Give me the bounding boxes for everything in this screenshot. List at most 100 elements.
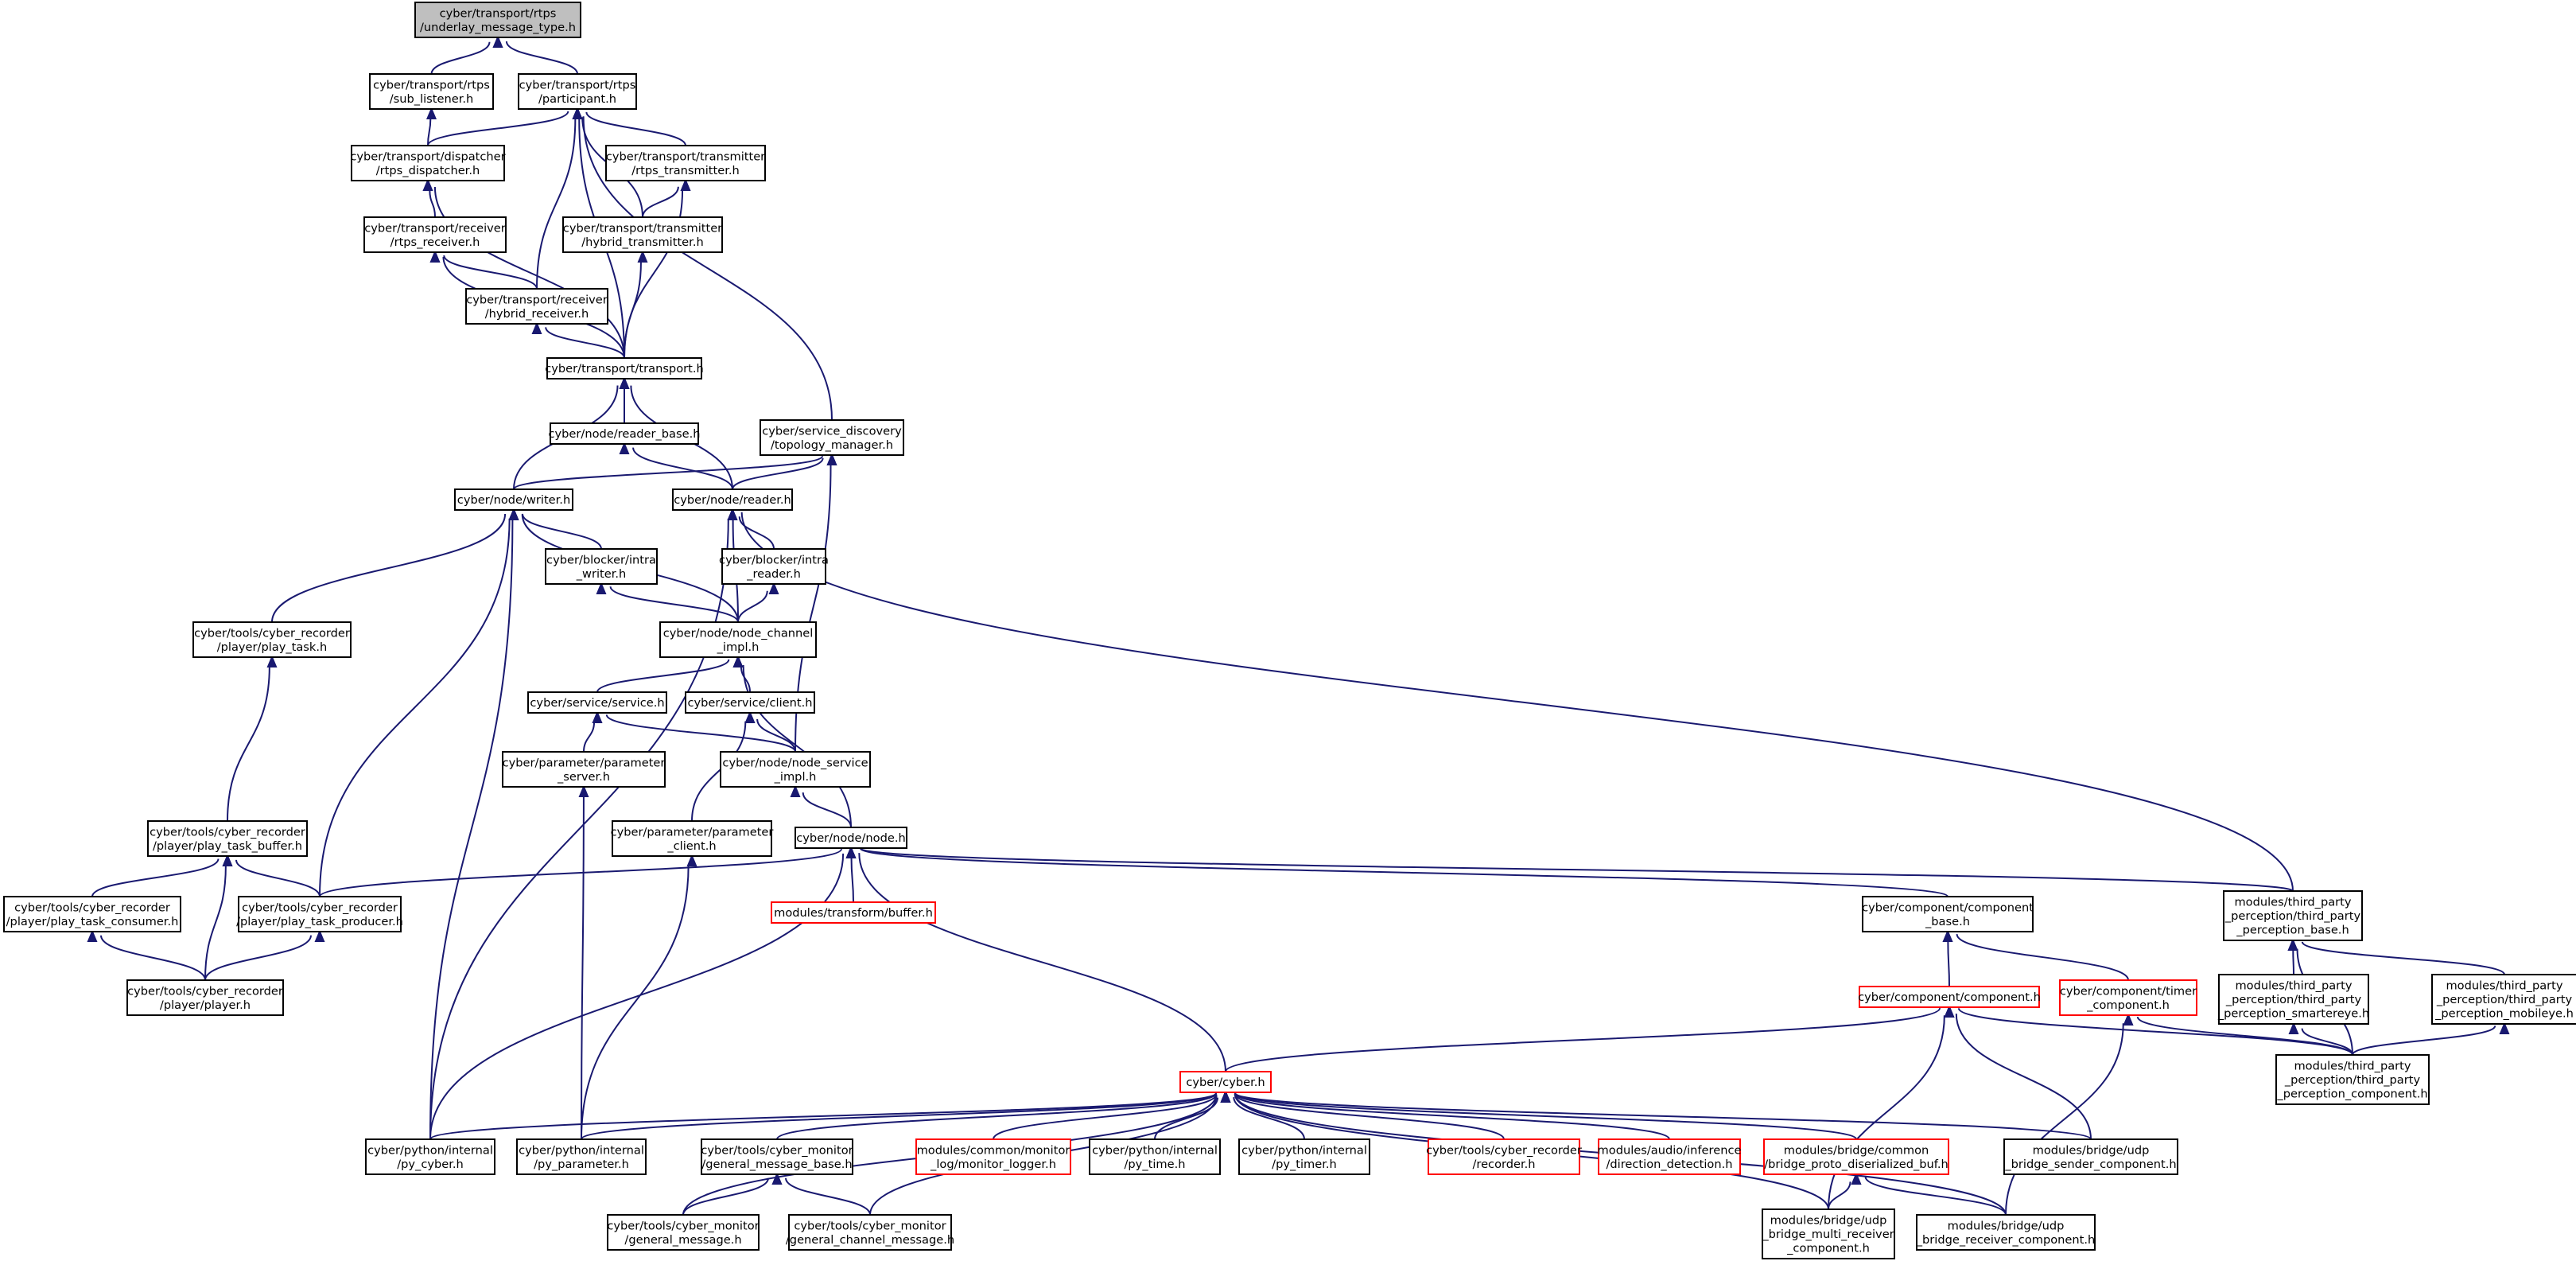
node-box	[2218, 974, 2369, 1025]
file-node-underlay-message-type: cyber/transport/rtps/underlay_message_ty…	[414, 2, 581, 38]
dependency-edge-timer_component-to-component_base	[1942, 929, 2129, 981]
dependency-edge-topology_manager-to-participant	[572, 107, 833, 421]
file-node-play-task[interactable]: cyber/tools/cyber_recorder/player/play_t…	[192, 621, 352, 658]
file-node-intra-writer[interactable]: cyber/blocker/intra_writer.h	[545, 548, 658, 585]
file-node-hybrid-transmitter[interactable]: cyber/transport/transmitter/hybrid_trans…	[562, 216, 723, 253]
file-node-py-timer[interactable]: cyber/python/internal/py_timer.h	[1238, 1138, 1370, 1175]
node-label-line: cyber/service/client.h	[688, 696, 813, 710]
file-node-intra-reader[interactable]: cyber/blocker/intra_reader.h	[719, 548, 829, 585]
file-node-general-message[interactable]: cyber/tools/cyber_monitor/general_messag…	[607, 1214, 760, 1251]
arrowhead	[1851, 1172, 1862, 1185]
file-node-play-task-buffer[interactable]: cyber/tools/cyber_recorder/player/play_t…	[147, 820, 308, 857]
file-node-component[interactable]: cyber/component/component.h	[1858, 986, 2041, 1008]
dependency-edge-rtps_dispatcher-to-participant	[427, 107, 583, 146]
node-label-line: cyber/component/component	[1862, 901, 2034, 914]
arrowhead	[87, 929, 98, 942]
file-node-component-base[interactable]: cyber/component/component_base.h	[1862, 896, 2034, 932]
file-node-transport[interactable]: cyber/transport/transport.h	[545, 357, 704, 379]
node-label-line: cyber/python/internal	[367, 1143, 493, 1157]
node-box	[147, 820, 308, 857]
node-label-line: /py_cyber.h	[397, 1158, 464, 1171]
node-box	[126, 979, 284, 1016]
node-label-line: /general_channel_message.h	[786, 1233, 954, 1247]
file-node-play-task-consumer[interactable]: cyber/tools/cyber_recorder/player/play_t…	[3, 896, 181, 932]
node-label-line: cyber/tools/cyber_recorder	[1426, 1143, 1582, 1157]
node-box	[2059, 979, 2197, 1016]
file-node-parameter-client[interactable]: cyber/parameter/parameter_client.h	[611, 820, 774, 857]
file-node-udp-receiver[interactable]: modules/bridge/udp_bridge_receiver_compo…	[1916, 1214, 2096, 1251]
file-node-udp-sender[interactable]: modules/bridge/udp_bridge_sender_compone…	[2003, 1138, 2178, 1175]
node-label-line: cyber/tools/cyber_recorder	[127, 984, 283, 998]
file-node-monitor-logger[interactable]: modules/common/monitor_log/monitor_logge…	[915, 1138, 1071, 1175]
file-node-mobileye[interactable]: modules/third_party_perception/third_par…	[2431, 974, 2576, 1025]
dependency-edge-node-to-node_service_impl	[790, 784, 852, 828]
arrowhead	[1944, 1005, 1955, 1018]
file-node-smartereye[interactable]: modules/third_party_perception/third_par…	[2217, 974, 2369, 1025]
dependency-edge-play_task_producer-to-node	[319, 846, 857, 897]
file-node-tpp-component[interactable]: modules/third_party_perception/third_par…	[2275, 1054, 2430, 1105]
file-node-service[interactable]: cyber/service/service.h	[527, 691, 667, 714]
node-label-line: cyber/transport/receiver	[364, 221, 506, 235]
file-node-py-cyber[interactable]: cyber/python/internal/py_cyber.h	[365, 1138, 495, 1175]
node-label-line: /rtps_dispatcher.h	[376, 164, 480, 177]
file-node-play-task-producer[interactable]: cyber/tools/cyber_recorder/player/play_t…	[236, 896, 403, 932]
file-node-hybrid-receiver[interactable]: cyber/transport/receiver/hybrid_receiver…	[465, 288, 608, 325]
node-box	[516, 1138, 647, 1175]
node-box	[771, 901, 936, 924]
file-node-node-service-impl[interactable]: cyber/node/node_service_impl.h	[720, 751, 871, 788]
file-node-rtps-receiver[interactable]: cyber/transport/receiver/rtps_receiver.h	[363, 216, 507, 253]
node-box	[369, 73, 494, 110]
node-label-line: modules/common/monitor	[917, 1143, 1070, 1157]
arrowhead	[429, 250, 441, 263]
file-node-player[interactable]: cyber/tools/cyber_recorder/player/player…	[126, 979, 284, 1016]
file-node-topology-manager[interactable]: cyber/service_discovery/topology_manager…	[760, 419, 904, 456]
file-node-sub-listener[interactable]: cyber/transport/rtps/sub_listener.h	[369, 73, 494, 110]
node-label-line: /rtps_receiver.h	[390, 235, 480, 249]
file-node-py-parameter[interactable]: cyber/python/internal/py_parameter.h	[516, 1138, 647, 1175]
file-node-reader-base[interactable]: cyber/node/reader_base.h	[549, 422, 701, 445]
dependency-edge-parameter_client-to-client	[691, 710, 756, 822]
node-label-line: /sub_listener.h	[390, 92, 474, 106]
arrowhead	[637, 250, 648, 263]
file-node-third-party-perception-base[interactable]: modules/third_party_perception/third_par…	[2223, 890, 2363, 941]
file-node-client[interactable]: cyber/service/client.h	[685, 691, 815, 714]
node-label-line: /py_parameter.h	[534, 1158, 629, 1171]
arrowhead	[314, 929, 325, 942]
file-node-bridge-proto[interactable]: modules/bridge/common/bridge_proto_diser…	[1763, 1138, 1949, 1175]
dependency-edge-transport-to-hybrid_receiver	[531, 321, 625, 359]
file-node-node[interactable]: cyber/node/node.h	[795, 827, 907, 849]
file-node-writer[interactable]: cyber/node/writer.h	[454, 488, 573, 511]
dependency-edge-transport-to-rtps_transmitter	[624, 178, 691, 359]
node-box	[2223, 890, 2363, 941]
file-node-py-time[interactable]: cyber/python/internal/py_time.h	[1089, 1138, 1221, 1175]
file-node-cyber[interactable]: cyber/cyber.h	[1179, 1071, 1272, 1093]
file-node-udp-multi-receiver[interactable]: modules/bridge/udp_bridge_multi_receiver…	[1762, 1208, 1895, 1259]
file-node-rtps-dispatcher[interactable]: cyber/transport/dispatcher/rtps_dispatch…	[350, 145, 506, 181]
file-node-reader[interactable]: cyber/node/reader.h	[672, 488, 793, 511]
file-node-participant[interactable]: cyber/transport/rtps/participant.h	[518, 73, 637, 110]
dependency-edge-direction_detection-to-cyber	[1220, 1090, 1670, 1140]
node-label-line: /general_message_base.h	[701, 1158, 852, 1171]
node-label-line: _perception/third_party	[2436, 993, 2573, 1006]
node-label-line: cyber/tools/cyber_recorder	[194, 626, 350, 640]
node-label-line: _log/monitor_logger.h	[930, 1158, 1056, 1171]
node-box	[915, 1138, 1071, 1175]
file-node-parameter-server[interactable]: cyber/parameter/parameter_server.h	[502, 751, 666, 788]
file-node-rtps-transmitter[interactable]: cyber/transport/transmitter/rtps_transmi…	[605, 145, 766, 181]
file-node-general-channel-message[interactable]: cyber/tools/cyber_monitor/general_channe…	[786, 1214, 954, 1251]
file-node-recorder[interactable]: cyber/tools/cyber_recorder/recorder.h	[1426, 1138, 1582, 1175]
arrowhead	[826, 453, 837, 465]
file-node-general-message-base[interactable]: cyber/tools/cyber_monitor/general_messag…	[701, 1138, 853, 1175]
dependency-edge-rtps_dispatcher-to-sub_listener	[426, 107, 437, 146]
dependency-edge-py_parameter-to-parameter_server	[578, 784, 589, 1140]
file-node-transform-buffer[interactable]: modules/transform/buffer.h	[771, 901, 936, 924]
edge-layer	[87, 35, 2510, 1216]
file-node-timer-component[interactable]: cyber/component/timer_component.h	[2059, 979, 2197, 1016]
node-label-line: cyber/blocker/intra	[719, 553, 829, 566]
file-node-direction-detection[interactable]: modules/audio/inference/direction_detect…	[1598, 1138, 1742, 1175]
file-node-node-channel-impl[interactable]: cyber/node/node_channel_impl.h	[659, 621, 817, 658]
node-label-line: cyber/blocker/intra	[546, 553, 656, 566]
arrowhead	[2499, 1022, 2510, 1034]
node-label-line: modules/bridge/common	[1784, 1143, 1929, 1157]
node-label-line: modules/bridge/udp	[2033, 1143, 2150, 1157]
